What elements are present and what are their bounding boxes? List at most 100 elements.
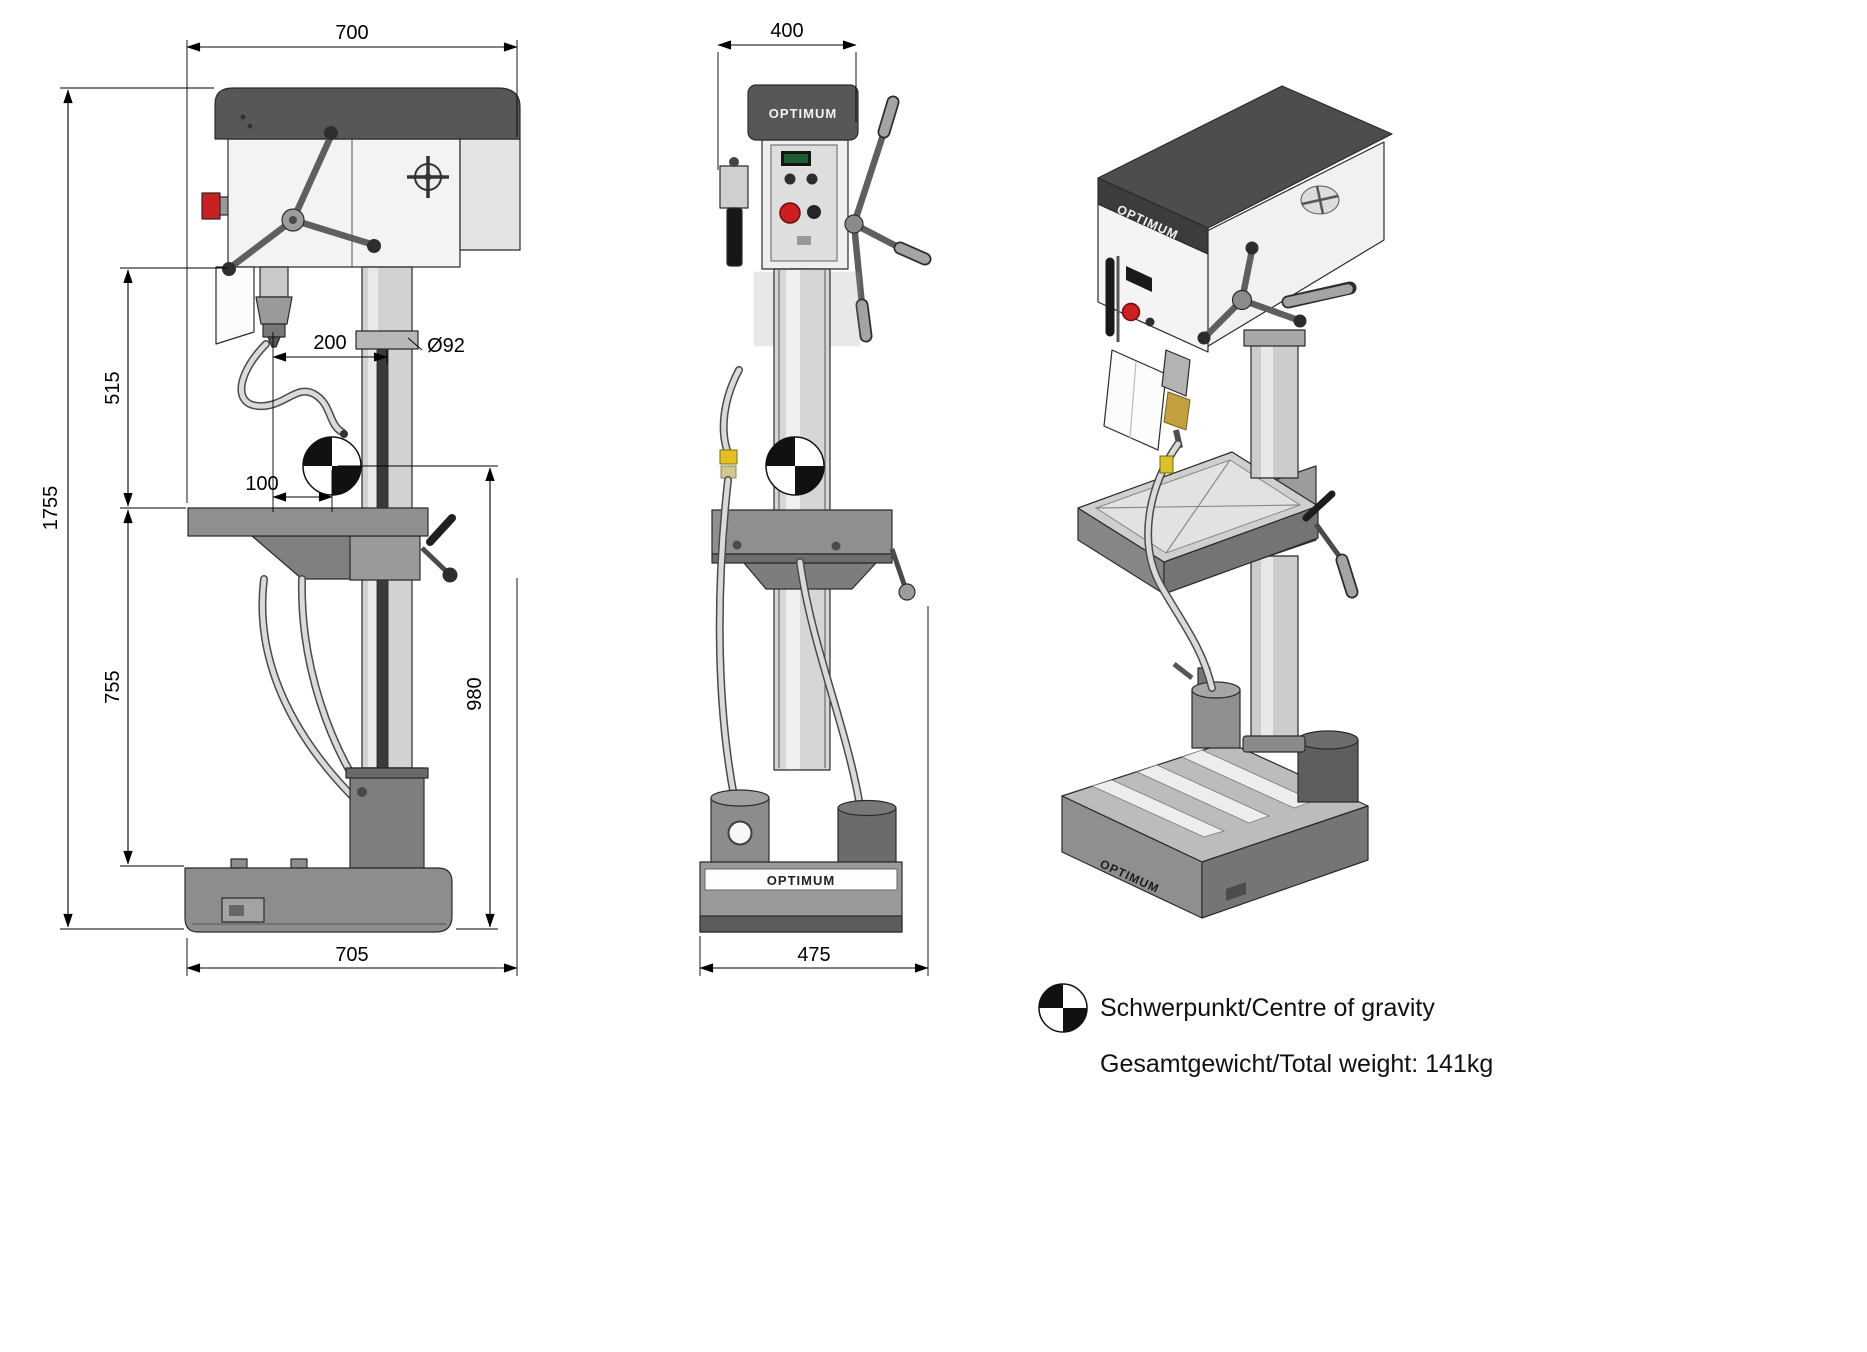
front-chuck bbox=[215, 266, 293, 348]
head-top-cover bbox=[214, 87, 521, 140]
iso-handwheel bbox=[1197, 241, 1357, 345]
iso-table bbox=[1077, 451, 1359, 599]
dim-label-1755: 1755 bbox=[40, 486, 62, 531]
dim-200: 200 bbox=[272, 332, 388, 512]
dim-400: 400 bbox=[717, 20, 857, 170]
side-lever bbox=[726, 207, 743, 267]
front-head bbox=[201, 87, 521, 268]
handwheel-hub bbox=[844, 214, 864, 234]
side-pump bbox=[710, 789, 770, 867]
yellow-fitting bbox=[719, 449, 738, 465]
pump-body bbox=[1191, 689, 1241, 749]
side-hoses bbox=[715, 366, 864, 810]
iso-chuck bbox=[1103, 349, 1191, 451]
table-bolt bbox=[831, 541, 841, 551]
quill bbox=[259, 266, 289, 298]
table-hub bbox=[349, 535, 421, 581]
table-crank-knob bbox=[442, 567, 458, 583]
table-top bbox=[187, 507, 429, 537]
dim-label-200: 200 bbox=[313, 332, 346, 354]
handwheel-knob bbox=[1245, 241, 1259, 255]
base-slot bbox=[1090, 779, 1226, 838]
chuck-sleeve bbox=[262, 323, 286, 338]
table-crank-arm bbox=[420, 546, 449, 574]
table-clamp-handle bbox=[1302, 490, 1336, 522]
iso-pump bbox=[1172, 662, 1241, 749]
handwheel-hub-center bbox=[289, 216, 297, 224]
front-view: 700 1755 515 755 200 Ø92 bbox=[40, 22, 521, 976]
legend-weight-label: Gesamtgewicht/Total weight: 141kg bbox=[1100, 1050, 1493, 1078]
front-cog-symbol bbox=[302, 436, 362, 496]
table-crank-arm bbox=[1313, 522, 1345, 562]
column-collar bbox=[1243, 329, 1306, 347]
head-top-cover bbox=[747, 84, 859, 141]
table-support bbox=[743, 562, 877, 590]
dim-100: 100 bbox=[245, 470, 333, 512]
head-body bbox=[227, 138, 461, 268]
iso-head: OPTIMUM bbox=[1097, 85, 1393, 353]
handwheel-knob bbox=[1293, 314, 1307, 328]
panel-button bbox=[784, 173, 796, 185]
handwheel-hub bbox=[1231, 289, 1253, 311]
panel-switch bbox=[797, 236, 811, 245]
dim-label-100: 100 bbox=[245, 473, 278, 495]
dim-label-705: 705 bbox=[335, 944, 368, 966]
brand-label: OPTIMUM bbox=[767, 873, 835, 888]
handwheel-knob bbox=[1197, 331, 1211, 345]
depth-scale-plate bbox=[1103, 349, 1167, 451]
side-handwheel bbox=[844, 95, 932, 343]
front-base bbox=[184, 858, 453, 933]
panel-button bbox=[806, 173, 818, 185]
dim-label-dia92: Ø92 bbox=[427, 335, 465, 357]
side-base: OPTIMUM bbox=[699, 861, 903, 933]
front-handwheel bbox=[222, 126, 381, 276]
dim-label-980: 980 bbox=[464, 677, 486, 710]
chuck-tip bbox=[267, 336, 281, 348]
side-switch-box bbox=[719, 165, 749, 209]
depth-scale-plate bbox=[215, 266, 255, 345]
emergency-stop-button bbox=[201, 192, 221, 220]
column-foot-clamp bbox=[1242, 735, 1306, 753]
drill-chuck bbox=[1163, 391, 1191, 431]
dim-label-400: 400 bbox=[770, 20, 803, 42]
handwheel-knob bbox=[367, 239, 381, 253]
column-upper bbox=[1250, 337, 1299, 479]
dim-label-700: 700 bbox=[335, 22, 368, 44]
column-collar bbox=[355, 330, 419, 350]
yellow-fitting bbox=[1159, 455, 1174, 474]
head-cover-front bbox=[1097, 177, 1209, 255]
dim-475: 475 bbox=[699, 606, 929, 976]
iso-view: OPTIMUM bbox=[1061, 85, 1393, 919]
emergency-stop-button bbox=[1121, 302, 1141, 322]
iso-column bbox=[1242, 555, 1306, 753]
table-top bbox=[711, 509, 893, 555]
dim-label-515: 515 bbox=[102, 371, 124, 404]
base-brand-band bbox=[704, 868, 898, 891]
cover-screw bbox=[247, 123, 253, 129]
base-slot bbox=[229, 905, 244, 916]
display-screen bbox=[784, 154, 808, 163]
legend: Schwerpunkt/Centre of gravity Gesamtgewi… bbox=[1038, 983, 1493, 1078]
table-crank-knob bbox=[898, 583, 916, 601]
front-cross-handle bbox=[407, 156, 449, 198]
belt-housing bbox=[459, 138, 521, 251]
front-table bbox=[187, 507, 458, 583]
legend-cog-label: Schwerpunkt/Centre of gravity bbox=[1100, 994, 1435, 1022]
pump-lever bbox=[1172, 662, 1194, 680]
side-knob bbox=[729, 157, 739, 167]
start-button bbox=[807, 205, 821, 219]
dim-label-475: 475 bbox=[797, 944, 830, 966]
side-cog-symbol bbox=[765, 436, 825, 496]
side-table bbox=[711, 509, 916, 601]
dim-700: 700 bbox=[186, 22, 518, 503]
drill-chuck bbox=[255, 296, 293, 325]
cover-screw bbox=[240, 114, 246, 120]
base-notch bbox=[1226, 882, 1246, 901]
side-view: OPTIMUM bbox=[699, 20, 932, 976]
dim-515: 515 bbox=[102, 267, 228, 509]
base-slot bbox=[1135, 764, 1271, 824]
pump-emblem bbox=[727, 820, 753, 846]
dim-705: 705 bbox=[186, 578, 518, 976]
table-crank-arm bbox=[889, 548, 908, 588]
